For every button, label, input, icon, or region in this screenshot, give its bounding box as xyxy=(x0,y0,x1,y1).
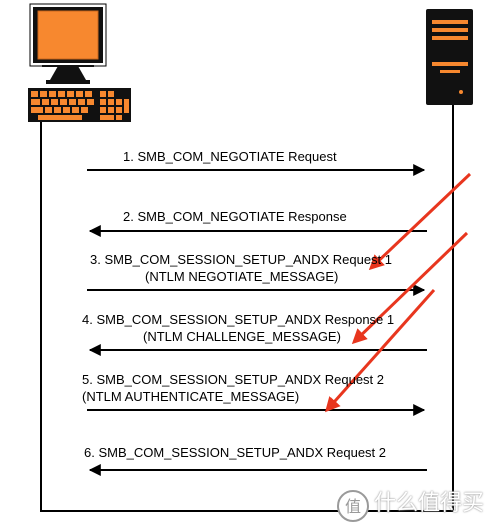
message-5-label: 5. SMB_COM_SESSION_SETUP_ANDX Request 2 xyxy=(82,372,385,387)
red-annotation-arrow-1 xyxy=(368,172,472,271)
client-computer-icon xyxy=(28,3,131,122)
server-tower-icon xyxy=(426,9,473,105)
message-4-sublabel: (NTLM CHALLENGE_MESSAGE) xyxy=(143,329,341,344)
red-annotation-arrow-2 xyxy=(351,231,469,345)
watermark: 值 什么值得买 xyxy=(336,485,504,531)
message-3-sublabel: (NTLM NEGOTIATE_MESSAGE) xyxy=(145,269,339,284)
message-6-label: 6. SMB_COM_SESSION_SETUP_ANDX Request 2 xyxy=(84,445,387,460)
watermark-text: 什么值得买 xyxy=(374,491,485,516)
message-2-label: 2. SMB_COM_NEGOTIATE Response xyxy=(123,209,347,224)
message-5-sublabel: (NTLM AUTHENTICATE_MESSAGE) xyxy=(82,389,300,404)
red-annotation-arrow-3 xyxy=(325,289,436,413)
zhi-logo-icon: 值 xyxy=(337,490,369,522)
message-1-label: 1. SMB_COM_NEGOTIATE Request xyxy=(123,149,337,164)
watermark-logo-char: 值 xyxy=(345,497,361,516)
message-4-label: 4. SMB_COM_SESSION_SETUP_ANDX Response 1 xyxy=(82,312,395,327)
message-3-label: 3. SMB_COM_SESSION_SETUP_ANDX Request 1 xyxy=(90,252,393,267)
